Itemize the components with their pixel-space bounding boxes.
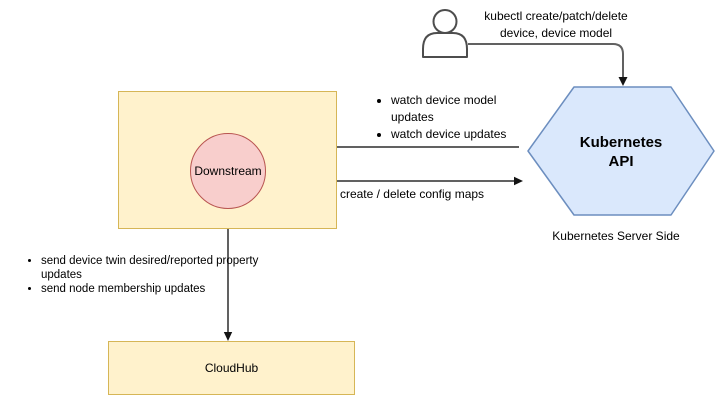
downstream-to-cloudhub-arrow	[223, 209, 233, 341]
kubectl-action-line2: device, device model	[499, 26, 613, 40]
send-updates-list: send device twin desired/reported proper…	[24, 254, 276, 296]
kubernetes-api-title-line1: Kubernetes	[579, 134, 663, 151]
cloudhub-label: CloudHub	[204, 361, 259, 375]
config-maps-label: create / delete config maps	[339, 187, 485, 201]
list-item: send node membership updates	[41, 282, 276, 296]
list-item: send device twin desired/reported proper…	[41, 254, 276, 282]
kubectl-connector-arrow	[468, 43, 628, 86]
kubectl-action-line1: kubectl create/patch/delete	[484, 9, 628, 23]
kubernetes-api-title-line2: API	[608, 153, 634, 170]
watch-updates-list: watch device model updates watch device …	[374, 92, 524, 143]
kubernetes-server-side-caption: Kubernetes Server Side	[552, 229, 680, 243]
kubectl-action-label: kubectl create/patch/delete device, devi…	[456, 8, 656, 42]
list-item: watch device model updates	[391, 92, 524, 126]
kubernetes-api-title: Kubernetes API	[528, 133, 714, 171]
downstream-node: Downstream	[190, 133, 266, 209]
cloudhub-node: CloudHub	[108, 341, 355, 395]
person-icon	[422, 9, 468, 58]
arrowhead-right-icon	[514, 176, 523, 186]
arrowhead-down-icon	[618, 77, 628, 86]
kubernetes-api-hexagon	[527, 86, 715, 216]
list-item: watch device updates	[391, 126, 524, 143]
downstream-label: Downstream	[194, 164, 262, 178]
arrowhead-down-icon	[223, 332, 233, 341]
